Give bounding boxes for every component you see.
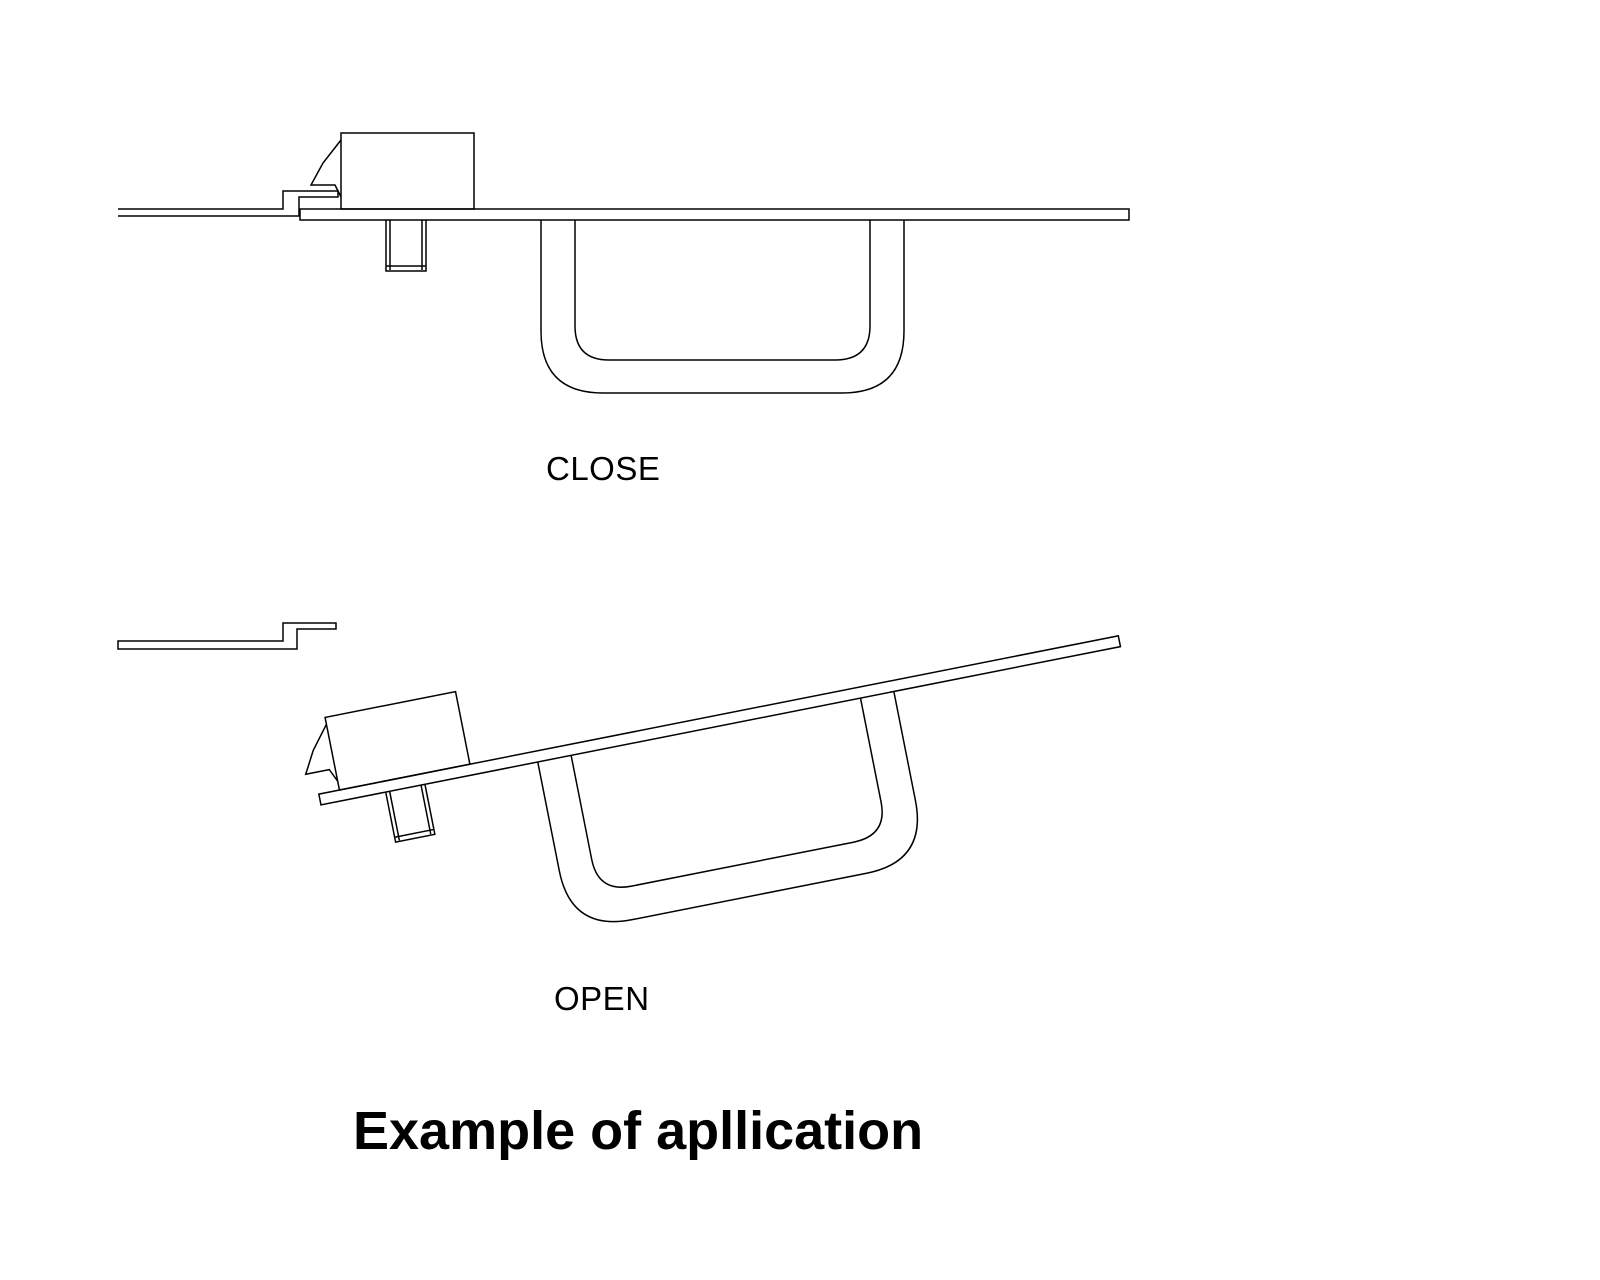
open-screw [384, 784, 436, 843]
open-state-label: OPEN [554, 980, 650, 1017]
close-handle-inner [574, 220, 871, 361]
close-handle-outer [540, 220, 905, 394]
close-door-panel [299, 208, 1130, 221]
open-handle-outer [537, 691, 919, 923]
open-handle-inner [570, 697, 883, 888]
close-screw-thread [386, 220, 426, 270]
close-state-label: CLOSE [546, 450, 661, 487]
close-latch-body [340, 132, 475, 210]
close-latch-tongue [309, 139, 342, 198]
close-assembly [118, 132, 1130, 394]
open-frame-plate [117, 622, 337, 650]
open-assembly [304, 634, 1122, 923]
open-latch-body [324, 690, 471, 791]
close-screw [385, 220, 427, 272]
open-frame [117, 622, 337, 650]
close-frame-plate [118, 190, 339, 217]
open-screw-thread [388, 784, 435, 841]
figure-caption: Example of apllication [353, 1101, 924, 1161]
open-latch-tongue [304, 723, 339, 782]
open-door-panel [317, 634, 1122, 806]
